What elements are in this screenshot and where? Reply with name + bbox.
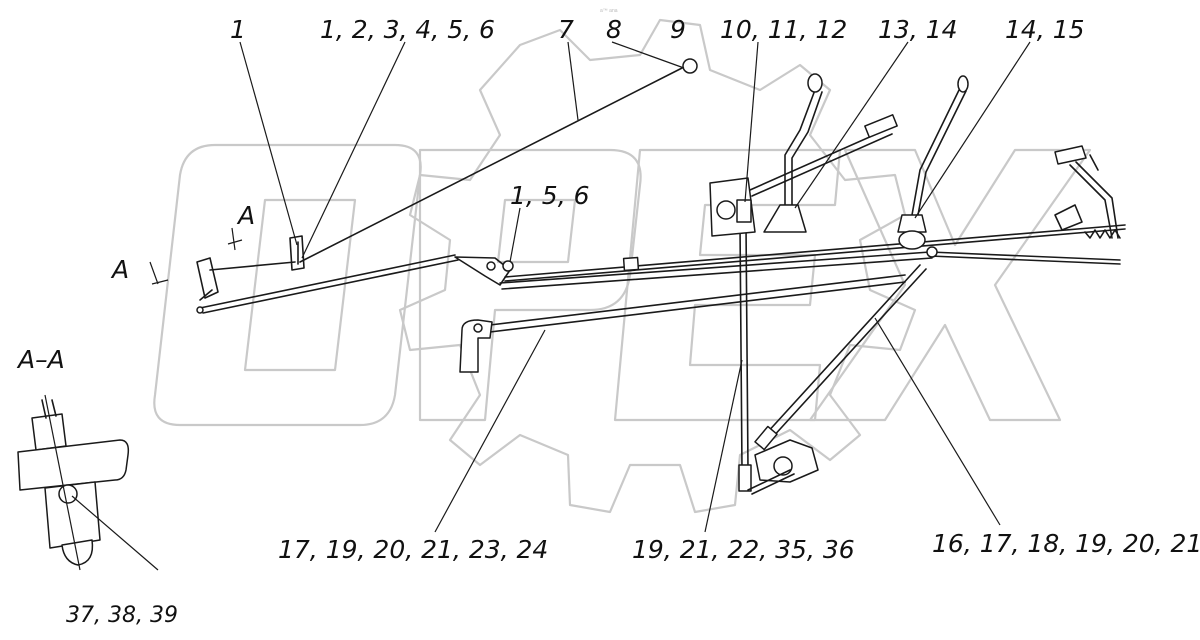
section-bolt-top	[41, 399, 57, 419]
watermark-letter-p	[418, 148, 642, 422]
watermark-gear-outline	[398, 18, 917, 514]
callout-37-38-39: 37, 38, 39	[66, 603, 178, 628]
central-rod-lower	[504, 224, 1126, 282]
watermark-letter-x	[808, 148, 1092, 422]
cable-end-knob	[682, 58, 698, 74]
lever-pivot-block	[736, 199, 752, 223]
section-mark-left: A	[110, 255, 129, 284]
leader-17-24	[434, 329, 546, 533]
central-rod-upper	[499, 251, 933, 290]
vertical-rod	[739, 224, 749, 471]
leader-1	[239, 41, 298, 246]
lower-mechanism-arm	[747, 469, 795, 495]
link-line	[209, 261, 296, 271]
leader-14-15	[914, 41, 1031, 219]
callout-1: 1	[230, 15, 246, 44]
callout-9: 9	[670, 15, 686, 44]
rod-coupling	[622, 256, 640, 272]
section-markers: A A	[110, 201, 255, 285]
watermark: a™ ana	[153, 8, 1092, 514]
watermark-tiny-text: a™ ana	[600, 8, 618, 14]
right-rod	[929, 251, 1121, 265]
callout-17-24: 17, 19, 20, 21, 23, 24	[278, 535, 548, 564]
section-body	[17, 439, 130, 491]
leader-7	[567, 41, 579, 121]
vertical-rod-clevis	[738, 464, 752, 492]
lower-rod-sleeve	[459, 319, 493, 373]
right-lever-joint	[926, 246, 938, 258]
support-bracket	[289, 235, 305, 271]
section-detail: A–A 37, 38, 39	[16, 345, 178, 628]
leader-1-6	[301, 41, 406, 259]
gear-lever-boot	[763, 204, 807, 233]
left-rod-joint	[196, 306, 204, 314]
lower-rod-end	[473, 323, 483, 333]
right-lever	[911, 87, 967, 216]
callout-13-14: 13, 14	[878, 15, 958, 44]
gear-lever-knob	[807, 73, 823, 93]
section-mark-upper: A	[236, 201, 255, 230]
callout-19-36: 19, 21, 22, 35, 36	[632, 535, 855, 564]
lower-mechanism-pulley	[773, 456, 793, 476]
leader-37-38-39	[71, 495, 159, 571]
pedal-bracket	[1054, 154, 1099, 231]
callout-7: 7	[558, 15, 574, 44]
left-rod	[199, 254, 459, 314]
push-rod-cylinder	[864, 114, 898, 138]
gear-lever	[784, 89, 823, 206]
callout-1-6: 1, 2, 3, 4, 5, 6	[320, 15, 495, 44]
right-lever-base	[897, 214, 927, 233]
pedal-pad	[1054, 145, 1087, 165]
callout-1-5-6: 1, 5, 6	[510, 181, 590, 210]
watermark-letter-o	[153, 143, 422, 427]
callout-14-15: 14, 15	[1005, 15, 1085, 44]
lower-long-rod	[489, 274, 906, 333]
callout-10-12: 10, 11, 12	[720, 15, 847, 44]
diagonal-rod	[764, 264, 927, 440]
callout-16-21: 16, 17, 18, 19, 20, 21	[932, 529, 1200, 558]
section-bolt-head	[31, 413, 67, 451]
diagonal-rod-clevis	[754, 425, 778, 451]
watermark-letters	[153, 143, 1092, 427]
leader-19-36	[704, 359, 743, 533]
section-centerline	[44, 394, 81, 571]
section-mark-upper-tick	[227, 227, 243, 251]
control-cable	[299, 65, 687, 263]
push-rod	[749, 127, 893, 197]
leader-10-12	[744, 41, 759, 203]
leader-8	[611, 41, 685, 69]
pedal-arm	[1069, 161, 1119, 239]
callouts: 1 1, 2, 3, 4, 5, 6 7 8 9 10, 11, 12 13, …	[230, 15, 1200, 564]
section-shank	[44, 481, 101, 549]
lever-bracket-hole	[716, 200, 736, 220]
leader-1-5-6	[509, 207, 521, 263]
section-mark-left-tick	[149, 261, 169, 285]
linkage-assembly	[196, 58, 1126, 495]
left-lever	[196, 257, 219, 301]
bell-crank-pivot	[502, 260, 514, 272]
right-lever-pivot	[898, 230, 926, 250]
section-pin	[58, 484, 78, 504]
callout-8: 8	[606, 15, 622, 44]
section-title: A–A	[16, 345, 65, 374]
right-lever-knob	[957, 75, 969, 93]
pedal-spring	[1084, 229, 1121, 239]
bell-crank-pin	[486, 261, 496, 271]
section-tip	[61, 539, 94, 566]
leader-13-14	[794, 41, 909, 209]
leader-16-21	[874, 317, 1001, 526]
